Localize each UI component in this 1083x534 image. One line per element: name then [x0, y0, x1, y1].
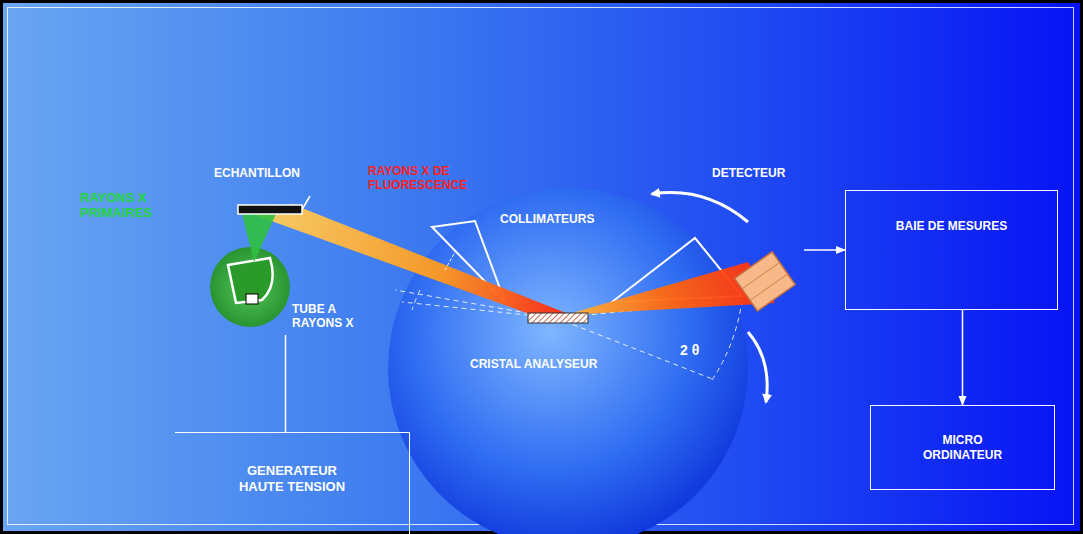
node-label: DETECTEUR [712, 166, 804, 180]
xray-tube: TUBE A RAYONS X [205, 242, 366, 335]
node-label: MICRO ORDINATEUR [903, 433, 1023, 462]
node-label: BAIE DE MESURES [846, 191, 1057, 233]
high-voltage-generator: GENERATEUR HAUTE TENSION [175, 432, 410, 534]
fluorescence-label: RAYONS X DE FLUORESCENCE [368, 165, 478, 193]
crystal-label: CRISTAL ANALYSEUR [470, 358, 620, 372]
primary-xray-label: RAYONS X PRIMAIRES [80, 191, 180, 221]
computer-box: MICRO ORDINATEUR [870, 405, 1055, 490]
node-label: ECHANTILLON [205, 166, 309, 180]
angle-label: 2 θ [680, 342, 720, 358]
sample-holder: ECHANTILLON [205, 166, 309, 218]
collimator-label: COLLIMATEURS [500, 213, 630, 227]
connector-line [962, 310, 964, 405]
connector-line [285, 335, 287, 432]
node-label: GENERATEUR HAUTE TENSION [227, 463, 357, 494]
connector-line [804, 249, 845, 251]
node-label: TUBE A RAYONS X [292, 302, 362, 331]
detector: DETECTEUR [712, 166, 804, 336]
measurement-rack: BAIE DE MESURES [845, 190, 1058, 310]
